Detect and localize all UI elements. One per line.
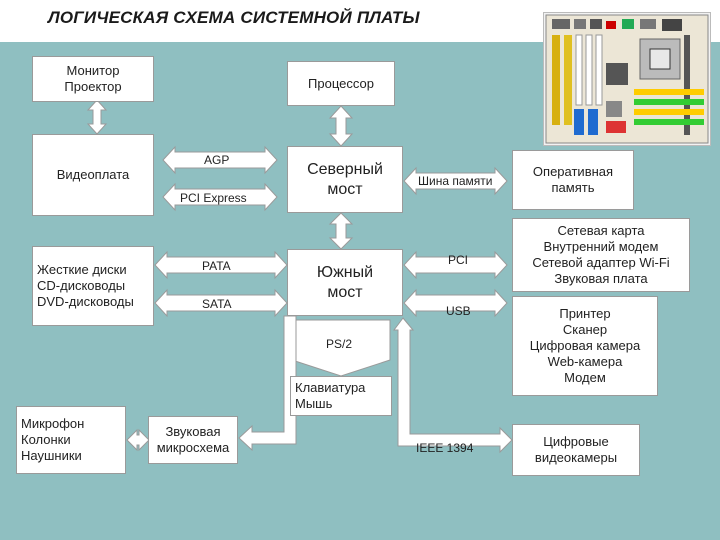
usb-devices-label: Принтер Сканер Цифровая камера Web-камер… xyxy=(529,306,641,385)
agp-label: AGP xyxy=(204,153,230,167)
arrow-cpu-north xyxy=(328,105,354,147)
disks-label: Жесткие диски CD-дисководы DVD-дисководы xyxy=(37,262,134,309)
sound-chip-label: Звуковая микросхема xyxy=(156,424,230,455)
ps2-label: PS/2 xyxy=(326,337,353,351)
membus-label: Шина памяти xyxy=(418,174,493,188)
arrow-audio xyxy=(126,428,150,452)
south-bridge-label: Южный мост xyxy=(316,263,374,301)
video-box: Видеоплата xyxy=(32,134,154,216)
south-bridge-box: Южный мост xyxy=(287,249,403,316)
pcie-label: PCI Express xyxy=(180,191,247,205)
pata-label: PATA xyxy=(202,259,231,273)
video-label: Видеоплата xyxy=(56,167,130,182)
ram-label: Оперативная память xyxy=(532,164,614,195)
arrow-pcie xyxy=(162,182,278,212)
usb-label: USB xyxy=(446,304,471,318)
network-box: Сетевая карта Внутренний модем Сетевой а… xyxy=(512,218,690,292)
keyboard-label: Клавиатура Мышь xyxy=(295,380,366,411)
disks-box: Жесткие диски CD-дисководы DVD-дисководы xyxy=(32,246,154,326)
sata-label: SATA xyxy=(202,297,232,311)
keyboard-box: Клавиатура Мышь xyxy=(290,376,392,416)
pci-label: PCI xyxy=(448,253,469,267)
monitor-box: Монитор Проектор xyxy=(32,56,154,102)
digital-cams-box: Цифровые видеокамеры xyxy=(512,424,640,476)
arrow-pci xyxy=(403,250,508,280)
north-bridge-box: Северный мост xyxy=(287,146,403,213)
arrow-agp xyxy=(162,145,278,175)
page-title: ЛОГИЧЕСКАЯ СХЕМА СИСТЕМНОЙ ПЛАТЫ xyxy=(48,8,420,27)
arrow-north-south xyxy=(328,212,354,250)
motherboard-image xyxy=(545,14,709,144)
ieee-label: IEEE 1394 xyxy=(416,441,474,455)
cpu-box: Процессор xyxy=(287,61,395,106)
arrow-monitor-video xyxy=(86,99,108,135)
ram-box: Оперативная память xyxy=(512,150,634,210)
usb-devices-box: Принтер Сканер Цифровая камера Web-камер… xyxy=(512,296,658,396)
arrow-south-sound xyxy=(238,315,297,452)
arrow-south-ieee xyxy=(393,317,513,454)
audio-devices-label: Микрофон Колонки Наушники xyxy=(21,416,85,463)
digital-cams-label: Цифровые видеокамеры xyxy=(534,434,618,465)
motherboard-photo xyxy=(543,12,711,146)
north-bridge-label: Северный мост xyxy=(307,160,383,198)
arrow-usb xyxy=(403,288,508,318)
sound-chip-box: Звуковая микросхема xyxy=(148,416,238,464)
audio-devices-box: Микрофон Колонки Наушники xyxy=(16,406,126,474)
cpu-label: Процессор xyxy=(308,75,374,91)
arrow-membus xyxy=(403,166,508,196)
monitor-label: Монитор Проектор xyxy=(64,63,122,94)
network-label: Сетевая карта Внутренний модем Сетевой а… xyxy=(532,223,670,286)
